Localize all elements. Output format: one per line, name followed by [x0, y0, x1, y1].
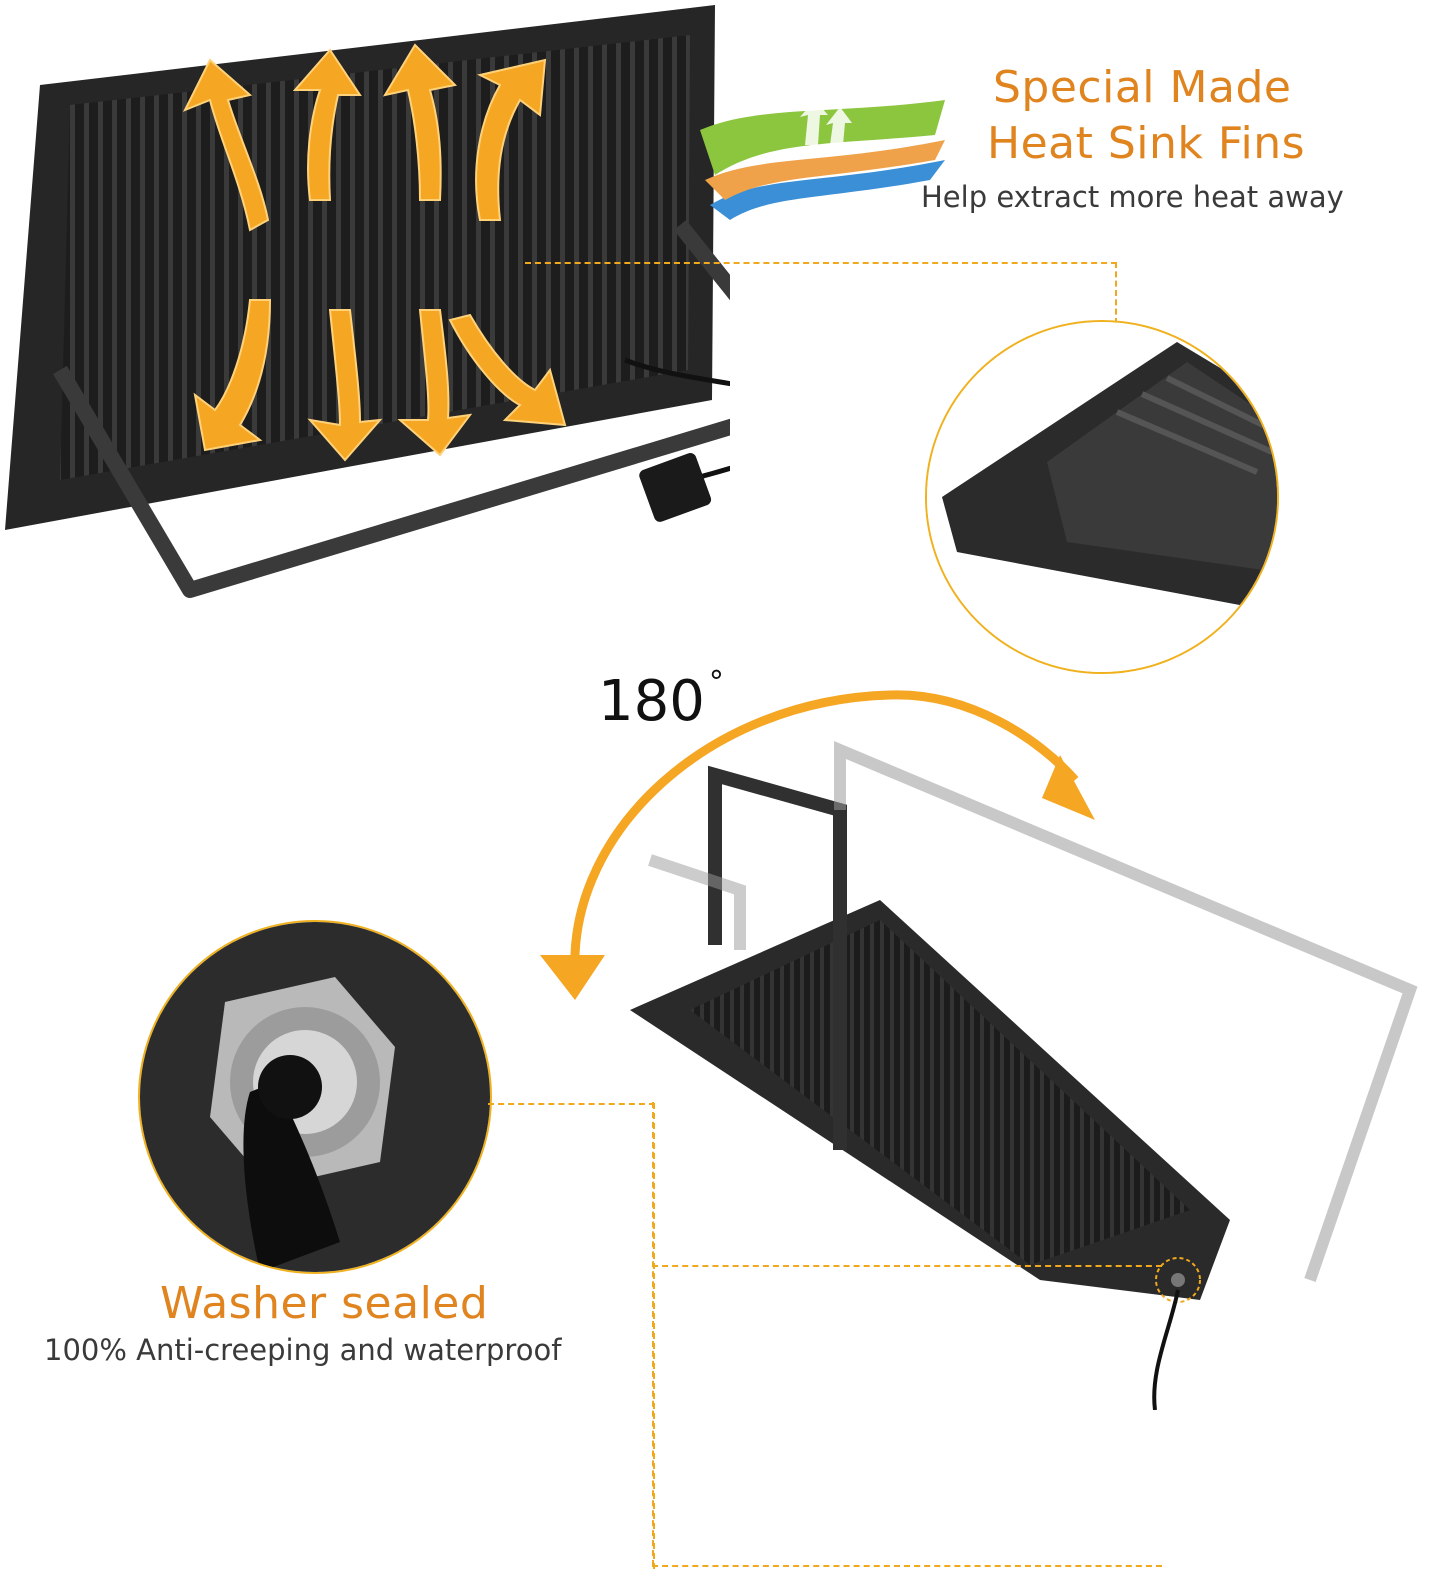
washer-title: Washer sealed [160, 1278, 489, 1329]
rotation-arc-arrow [530, 680, 1110, 1010]
washer-subtitle: 100% Anti-creeping and waterproof [44, 1333, 562, 1367]
washer-connector-line-lower [652, 1102, 654, 1566]
washer-connector-horizontal [652, 1265, 1162, 1267]
floodlight-bracket-image [630, 720, 1445, 1411]
rotation-angle-label: 180° [598, 665, 724, 734]
washer-closeup-image [138, 920, 492, 1274]
heat-sink-connector-line [525, 262, 1117, 324]
heat-sink-subtitle: Help extract more heat away [921, 180, 1344, 214]
heatsink-closeup-image [925, 320, 1279, 674]
heat-layers-icon [700, 85, 950, 220]
washer-connector-line-bottom [652, 1565, 1162, 1567]
floodlight-heatsink-illustration [5, 5, 828, 598]
heat-sink-title-line2: Heat Sink Fins [987, 118, 1306, 169]
degree-symbol: ° [708, 665, 724, 700]
heat-sink-title-line1: Special Made [993, 62, 1292, 113]
rotation-angle-value: 180 [598, 669, 705, 734]
washer-connector-line [488, 1103, 655, 1569]
floodlight-back-image [0, 0, 828, 600]
